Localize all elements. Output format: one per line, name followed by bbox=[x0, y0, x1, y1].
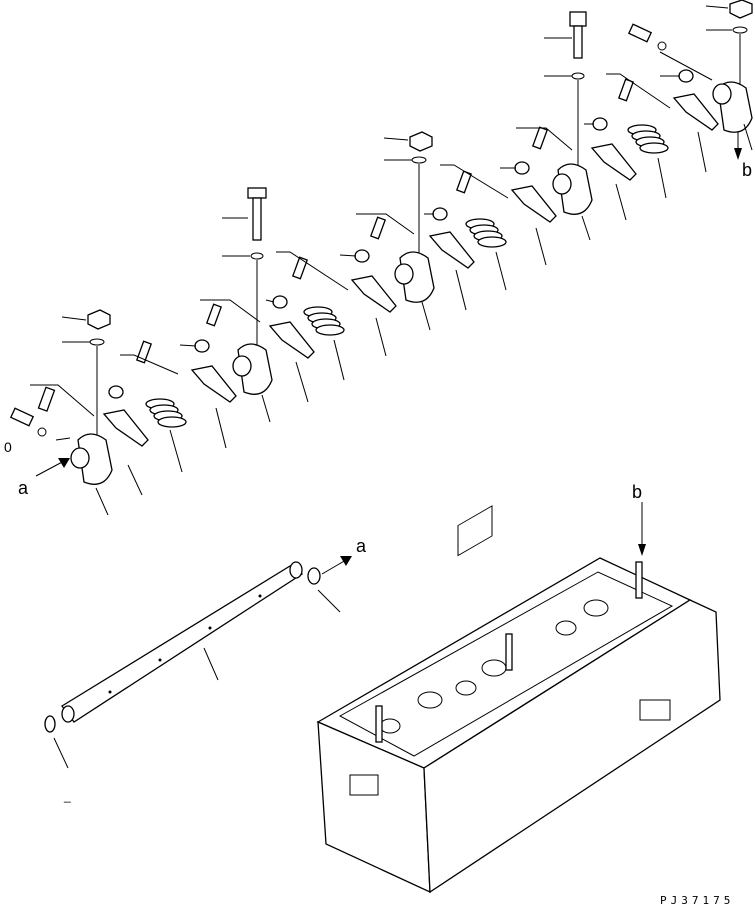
rocker-arm-part bbox=[510, 185, 557, 223]
rocker-arm-part bbox=[428, 231, 475, 269]
rocker-arm-part bbox=[350, 275, 397, 313]
callout-a-upper-label: a bbox=[18, 478, 29, 498]
callout-b-lower-label: b bbox=[632, 482, 642, 502]
callout-a-upper bbox=[35, 458, 70, 477]
rocker-group-1 bbox=[9, 309, 187, 516]
shaft-ring-part bbox=[307, 567, 341, 613]
rocker-arm-part bbox=[590, 143, 637, 181]
callout-b-upper bbox=[734, 132, 742, 160]
adjust-screw-part bbox=[291, 256, 309, 280]
rocker-group-7 bbox=[516, 11, 669, 241]
callout-b-lower bbox=[638, 502, 646, 556]
bolt-part bbox=[627, 23, 653, 43]
bolt-head-part bbox=[569, 11, 587, 27]
washer-part bbox=[571, 72, 585, 80]
adjust-nut-part bbox=[514, 161, 530, 175]
adjust-screw-part bbox=[205, 303, 223, 327]
long-bolt-part bbox=[252, 197, 262, 241]
washer-part bbox=[732, 26, 748, 34]
adjust-nut-part bbox=[108, 385, 124, 399]
rocker-arm-part bbox=[102, 409, 149, 447]
washer-part bbox=[250, 252, 264, 260]
nut-part bbox=[409, 131, 433, 152]
rocker-group-4 bbox=[276, 249, 397, 357]
nut-part bbox=[87, 309, 111, 330]
adjust-nut-part bbox=[678, 69, 694, 83]
left-mark-label: 0 bbox=[4, 439, 12, 455]
adjust-nut-part bbox=[354, 249, 370, 263]
adjust-screw-part bbox=[531, 126, 549, 150]
adjust-screw-part bbox=[455, 170, 473, 194]
shaft-plug-part bbox=[44, 715, 69, 769]
rocker-bracket-part bbox=[77, 433, 113, 485]
rocker-arm-part bbox=[190, 365, 237, 403]
adjust-nut-part bbox=[272, 295, 288, 309]
rocker-group-2 bbox=[120, 339, 237, 449]
rocker-arm-part bbox=[672, 93, 719, 131]
cylinder-head bbox=[316, 505, 721, 894]
stud-part bbox=[635, 561, 643, 599]
adjust-nut-part bbox=[592, 117, 608, 131]
washer-part bbox=[37, 427, 47, 437]
rocker-group-8 bbox=[606, 0, 753, 173]
adjust-nut-part bbox=[432, 207, 448, 221]
long-bolt-part bbox=[573, 25, 583, 59]
rocker-group-6 bbox=[440, 161, 557, 266]
adjust-screw-part bbox=[369, 216, 387, 240]
washer-part bbox=[89, 338, 105, 346]
adjust-screw-part bbox=[617, 78, 635, 102]
rocker-group-3 bbox=[200, 187, 345, 423]
washer-part bbox=[411, 156, 427, 164]
rocker-arm-part bbox=[268, 321, 315, 359]
bolt-part bbox=[9, 407, 35, 427]
spring-part bbox=[627, 124, 669, 154]
bolt-head-part bbox=[247, 187, 267, 199]
nut-part bbox=[729, 0, 753, 19]
callout-b-upper-label: b bbox=[742, 160, 752, 180]
adjust-nut-part bbox=[194, 339, 210, 353]
washer-part bbox=[657, 41, 667, 51]
rocker-shaft bbox=[61, 561, 304, 723]
spring-part bbox=[145, 398, 187, 428]
adjust-screw-part bbox=[37, 386, 56, 412]
stud-part bbox=[375, 705, 383, 743]
stud-part bbox=[505, 633, 513, 671]
spring-part bbox=[303, 306, 345, 336]
spring-part bbox=[465, 218, 507, 248]
rocker-group-5 bbox=[356, 131, 507, 331]
bottom-mark-label: _ bbox=[63, 789, 71, 803]
callout-a-lower-label: a bbox=[356, 536, 367, 556]
callout-a-lower bbox=[321, 556, 352, 575]
drawing-code-label: PJ37175 bbox=[660, 894, 734, 907]
